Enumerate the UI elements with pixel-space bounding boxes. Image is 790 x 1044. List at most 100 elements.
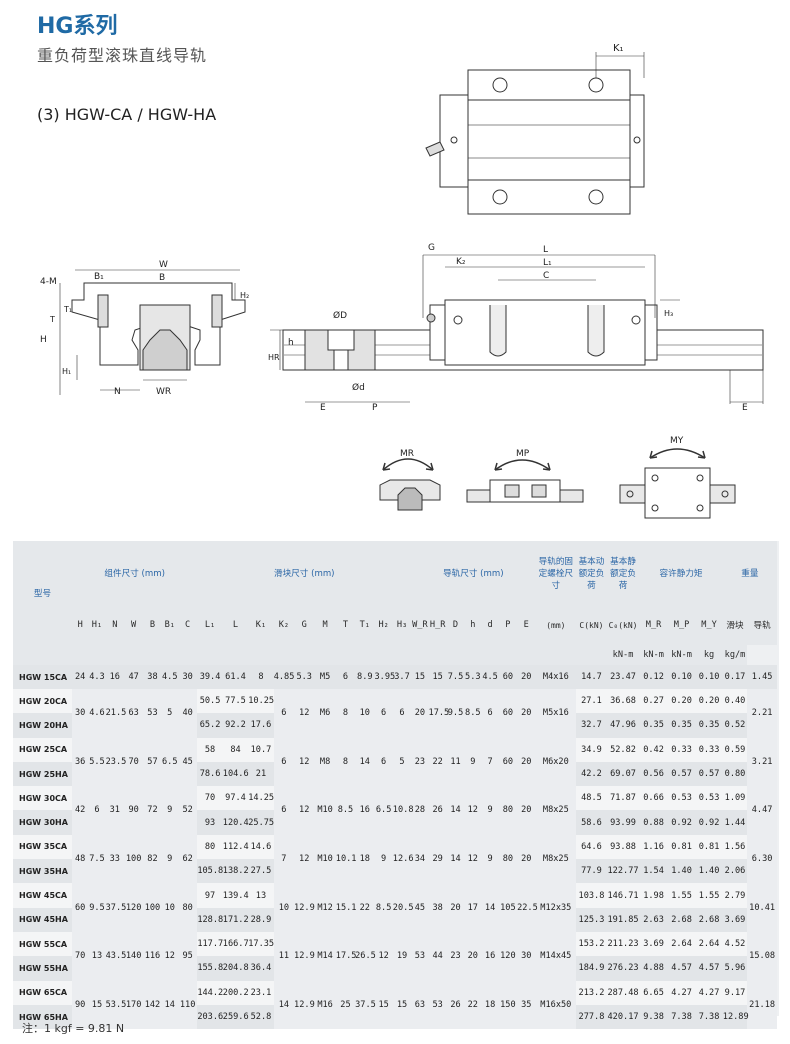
column-header: H_R	[428, 605, 447, 645]
table-cell: 4.27	[667, 980, 696, 1005]
section-title: (3) HGW-CA / HGW-HA	[37, 105, 217, 124]
table-cell: 2.68	[695, 907, 723, 932]
table-cell: 277.8	[576, 1004, 607, 1030]
table-cell: 16	[105, 665, 124, 689]
table-cell: 12	[294, 786, 315, 835]
table-cell: 4.52	[722, 931, 748, 957]
table-cell: 15.08	[747, 931, 777, 981]
table-cell: 10.1	[335, 834, 356, 884]
header-model: 型号	[13, 541, 73, 645]
table-cell: 52	[177, 786, 198, 835]
table-cell: 12	[294, 689, 315, 738]
table-cell: 11	[273, 931, 295, 981]
table-cell: 6	[392, 689, 412, 738]
table-cell: 125.3	[576, 907, 607, 932]
table-cell: 44	[428, 931, 447, 981]
front-view	[59, 269, 246, 395]
table-cell: HGW 45HA	[13, 907, 73, 932]
table-cell: 39.4	[197, 665, 223, 689]
table-cell: 9	[161, 834, 178, 884]
table-cell: 20	[464, 931, 482, 981]
label-d-large: ØD	[333, 310, 347, 321]
label-wr: WR	[156, 387, 171, 397]
label-k2: K₂	[456, 257, 466, 267]
table-cell: 1.54	[639, 859, 668, 884]
table-cell: 64.6	[576, 834, 607, 860]
table-cell: 84	[222, 737, 249, 762]
table-cell: 4.27	[695, 980, 723, 1005]
label-l: L	[543, 245, 548, 255]
table-cell: 0.42	[639, 737, 668, 762]
table-cell: 23.5	[105, 737, 126, 787]
table-cell: 10	[161, 883, 178, 932]
table-cell: 6.5	[161, 737, 178, 787]
table-cell: 70	[123, 737, 144, 787]
table-cell: 12	[161, 931, 178, 981]
table-cell: 9	[464, 737, 482, 787]
column-header: W_R	[411, 605, 429, 645]
label-4m: 4-M	[40, 277, 57, 287]
table-cell: 22	[428, 737, 447, 787]
table-cell: 0.10	[667, 665, 696, 689]
label-k1: K₁	[613, 43, 624, 54]
label-b: B	[159, 273, 165, 283]
unit-rail: kg/m	[722, 645, 748, 665]
table-cell: 77.5	[222, 689, 249, 714]
table-cell: 0.80	[722, 761, 748, 787]
table-cell: 9.5	[446, 689, 465, 738]
table-cell: 30	[72, 689, 89, 738]
table-cell: 6	[273, 689, 295, 738]
table-cell: 72	[143, 786, 162, 835]
table-cell: 0.59	[722, 737, 748, 762]
table-cell: 10.8	[392, 786, 414, 835]
table-cell: 92.2	[222, 713, 249, 738]
table-cell: 14	[161, 980, 178, 1030]
table-cell: 6	[374, 689, 393, 738]
column-header: C(kN)	[576, 605, 607, 645]
table-cell: 16	[481, 931, 499, 981]
table-cell: 100	[143, 883, 162, 932]
spec-table: 型号 组件尺寸 (mm) 滑块尺寸 (mm) 导轨尺寸 (mm) 导轨的固定螺栓…	[13, 541, 777, 1030]
table-cell: 2.63	[639, 907, 668, 932]
table-cell: 14	[355, 737, 375, 787]
table-cell: 204.8	[222, 956, 249, 981]
table-cell: 23	[411, 737, 429, 787]
column-header: 滑块	[722, 605, 748, 645]
table-cell: 13	[248, 883, 274, 908]
table-cell: 4.5	[161, 665, 178, 689]
table-cell: 0.20	[667, 689, 696, 714]
table-cell: HGW 25CA	[13, 737, 73, 762]
table-cell: 6.5	[374, 786, 393, 835]
table-cell: 40	[177, 689, 198, 738]
table-cell: 191.85	[606, 907, 640, 932]
table-cell: 5.5	[88, 737, 106, 787]
table-cell: 15	[411, 665, 429, 689]
table-cell: 80	[498, 786, 518, 835]
table-cell: 36.4	[248, 956, 274, 981]
table-cell: M6x20	[535, 737, 577, 787]
table-cell: 0.17	[722, 665, 748, 689]
table-cell: 0.52	[722, 713, 748, 738]
table-cell: 21.18	[747, 980, 777, 1030]
label-b1: B₁	[94, 272, 104, 282]
table-cell: 1.16	[639, 834, 668, 860]
table-cell: 53	[411, 931, 429, 981]
table-cell: 34	[411, 834, 429, 884]
table-cell: 35	[517, 980, 536, 1030]
table-cell: 7.5	[88, 834, 106, 884]
table-cell: 58.6	[576, 810, 607, 835]
table-cell: 4.85	[273, 665, 294, 689]
unit-mr: kN-m	[606, 645, 640, 665]
table-cell: 203.6	[197, 1004, 223, 1030]
table-cell: 13	[88, 931, 106, 981]
table-cell: 19	[392, 931, 412, 981]
table-cell: 52.82	[606, 737, 640, 762]
table-cell: 26.5	[355, 931, 376, 981]
table-cell: 8.5	[464, 689, 482, 738]
table-cell: 2.21	[747, 689, 777, 738]
table-cell: 139.4	[222, 883, 249, 908]
